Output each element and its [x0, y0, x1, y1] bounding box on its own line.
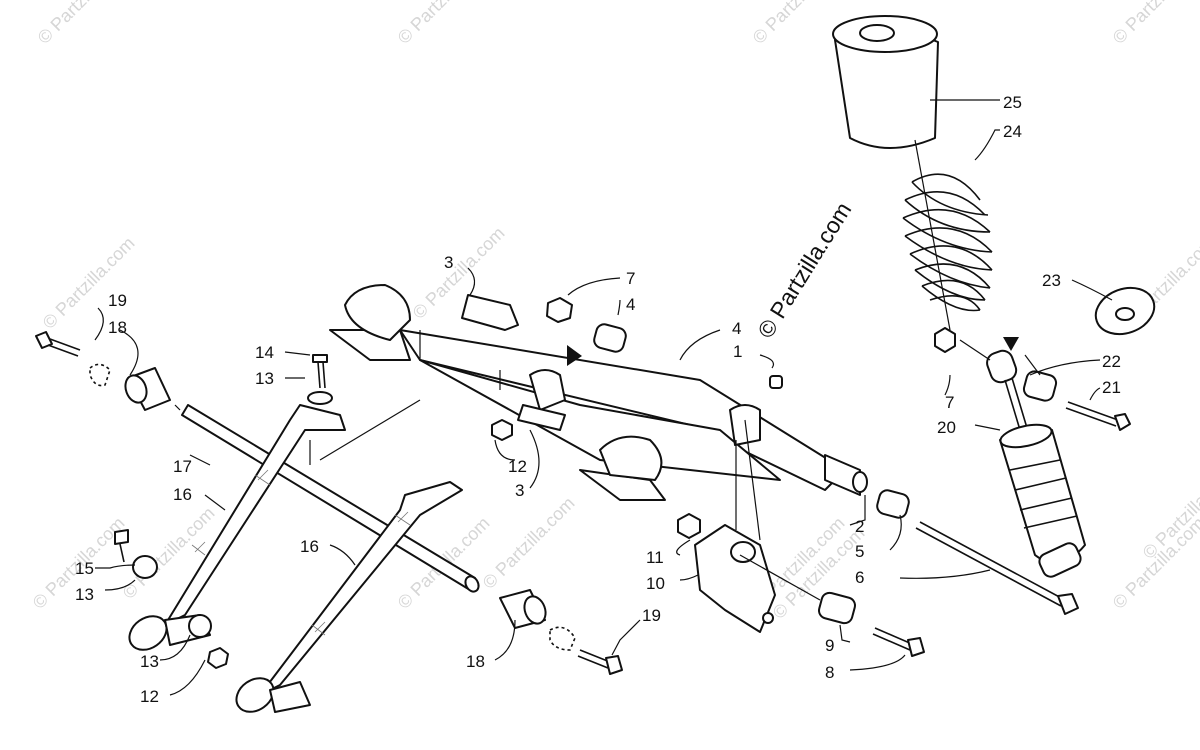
background-watermarks: © Partzilla.com © Partzilla.com © Partzi…	[29, 0, 1200, 623]
callout-17: 17	[173, 457, 192, 476]
callout-1: 4	[732, 319, 741, 338]
callout-18-left: 18	[108, 318, 127, 337]
part-16-rail-right	[235, 481, 463, 713]
marker-triangle	[1003, 337, 1019, 351]
callout-8: 8	[825, 663, 834, 682]
callout-16-right: 16	[300, 537, 319, 556]
callout-11: 11	[646, 548, 664, 567]
callout-3-lower: 3	[515, 481, 524, 500]
callout-6: 6	[855, 568, 864, 587]
callout-16-left: 16	[173, 485, 192, 504]
part-13-washer-low	[188, 614, 212, 638]
callout-24: 24	[1003, 122, 1022, 141]
callout-2: 1	[733, 342, 742, 361]
watermark-text: © Partzilla.com	[1109, 0, 1200, 48]
callout-18-right: 18	[466, 652, 485, 671]
part-2-grease-fitting	[769, 375, 783, 389]
callout-7-right: 7	[945, 393, 954, 412]
part-12-nut-low	[207, 647, 229, 669]
part-21-bolt	[1065, 401, 1131, 431]
part-18-bushing-left	[124, 367, 171, 411]
callout-labels: 25 24 23 22 21 20 7 19 18 17 16 16 15 13…	[75, 93, 1121, 706]
callout-3-upper: 3	[444, 253, 453, 272]
part-15-screw	[114, 529, 129, 563]
part-4-bushing-upper	[593, 323, 627, 353]
part-1-arm-frame	[329, 284, 868, 501]
callout-12-upper: 12	[508, 457, 527, 476]
part-12-nut-upper	[491, 419, 513, 441]
part-8-bolt	[872, 627, 925, 657]
callout-13-upper: 13	[255, 369, 274, 388]
part-19-bolt-right	[549, 626, 623, 675]
part-17-cross-shaft	[181, 404, 480, 593]
part-13-washer-mid	[132, 555, 158, 579]
part-6-long-bolt	[915, 521, 1079, 615]
part-9-bushing	[818, 591, 856, 625]
watermark-text: © Partzilla.com	[394, 0, 494, 48]
leader-lines	[94, 99, 1113, 696]
part-22-bushing	[1022, 370, 1058, 402]
part-10-bracket	[694, 524, 776, 633]
callout-23: 23	[1042, 271, 1061, 290]
callout-20: 20	[937, 418, 956, 437]
callout-13-lower: 13	[140, 652, 159, 671]
callout-4-lower: 5	[855, 542, 864, 561]
part-20-shock-absorber	[986, 349, 1086, 578]
callout-22: 22	[1102, 352, 1121, 371]
callout-10: 10	[646, 574, 665, 593]
callout-13-left: 13	[75, 585, 94, 604]
callout-14: 14	[255, 343, 274, 362]
part-11-nut	[677, 513, 701, 539]
part-14-bolt	[312, 354, 328, 389]
callout-4-upper: 4	[626, 295, 635, 314]
callout-9: 9	[825, 636, 834, 655]
watermark-text: © Partzilla.com	[34, 0, 134, 48]
watermark-text: © Partzilla.com	[749, 0, 849, 48]
part-24-spring	[902, 173, 993, 312]
callout-5: 2	[855, 517, 864, 536]
part-18-bushing-right	[499, 589, 547, 629]
callout-7-upper: 7	[626, 269, 635, 288]
part-4-bushing-lower	[876, 489, 910, 519]
marker-triangle	[567, 345, 582, 366]
part-13-washer-upper	[307, 391, 333, 405]
callout-21: 21	[1102, 378, 1121, 397]
callout-12-lower: 12	[140, 687, 159, 706]
part-7-nut-upper	[546, 297, 573, 323]
part-7-nut-right	[934, 327, 956, 353]
callout-15: 15	[75, 559, 94, 578]
callout-19-left: 19	[108, 291, 127, 310]
callout-25: 25	[1003, 93, 1022, 112]
callout-19-right: 19	[642, 606, 661, 625]
part-25-shock-boot	[832, 15, 939, 149]
part-19-bolt-left	[35, 331, 111, 387]
part-3-pad-upper	[461, 294, 519, 331]
part-3-pad-lower	[517, 404, 566, 431]
center-watermark: © Partzilla.com	[752, 197, 856, 342]
watermark-text: © Partzilla.com	[479, 493, 579, 593]
